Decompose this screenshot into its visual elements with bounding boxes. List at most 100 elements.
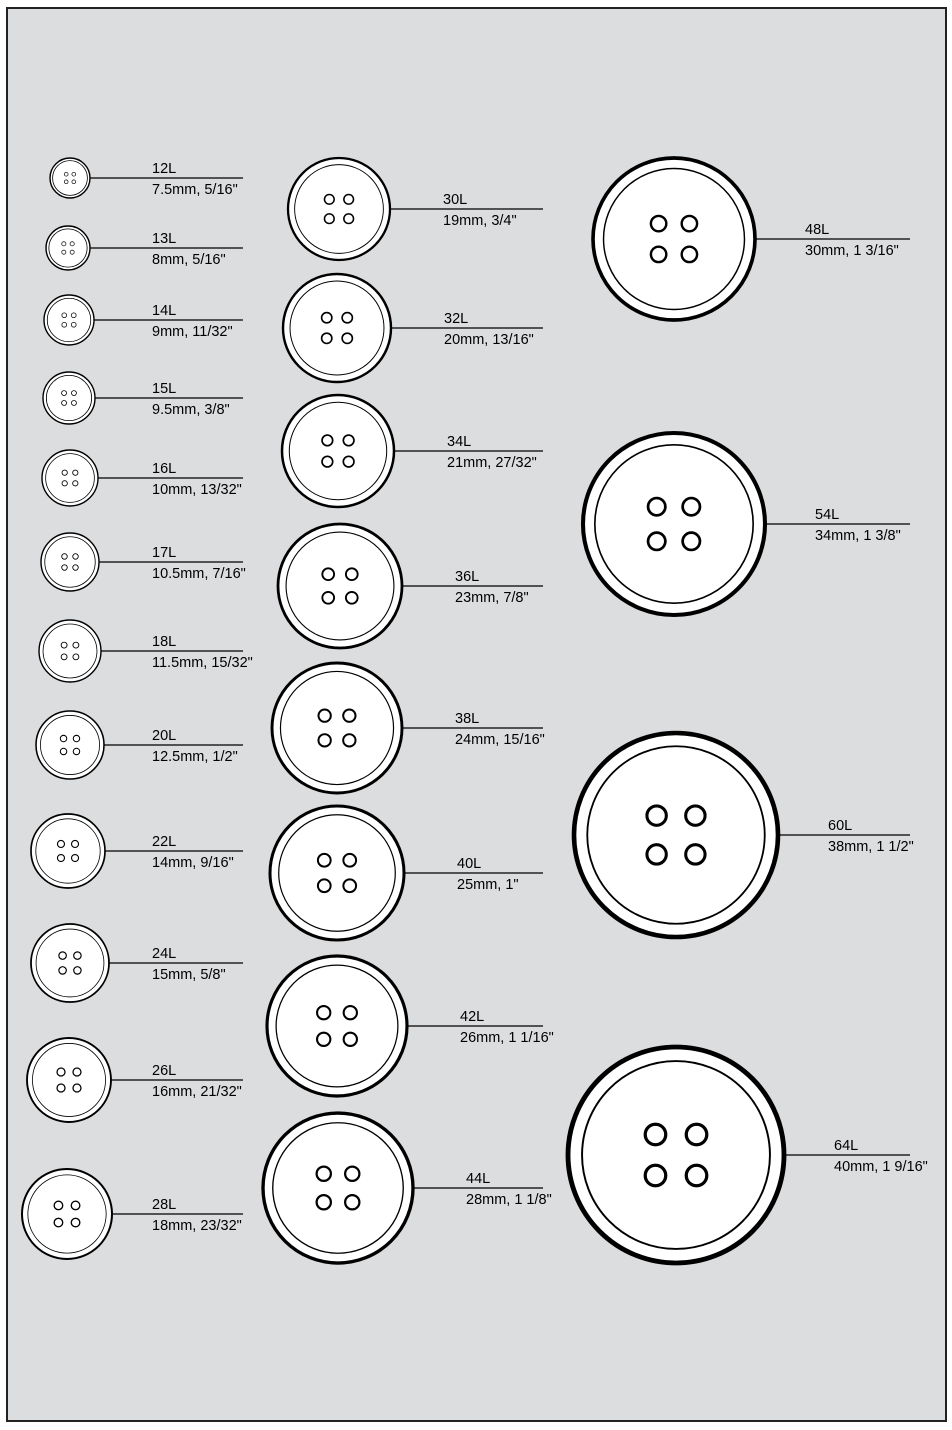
ligne-label: 60L: [828, 818, 852, 834]
button-outer-rim: [280, 393, 396, 509]
button-hole: [316, 878, 332, 894]
button-hole: [316, 1004, 332, 1021]
button-hole: [61, 469, 68, 476]
button-hole: [646, 496, 667, 517]
button-hole: [63, 179, 69, 185]
button-hole: [681, 496, 702, 517]
button-hole: [71, 322, 77, 328]
button-inner-rim: [278, 814, 396, 932]
button-inner-rim: [581, 1060, 771, 1250]
button-outer-rim: [571, 730, 781, 940]
button-hole: [343, 213, 355, 225]
size-label: 25mm, 1": [457, 877, 519, 893]
button-outer-rim: [580, 430, 768, 618]
button-hole: [344, 1165, 361, 1182]
ligne-label: 36L: [455, 569, 479, 585]
button-hole: [73, 951, 82, 960]
ligne-label: 38L: [455, 711, 479, 727]
button-hole: [342, 1004, 358, 1021]
button-hole: [72, 480, 79, 487]
button-outer-rim: [591, 156, 757, 322]
button-hole: [643, 1122, 668, 1147]
button-inner-rim: [46, 297, 92, 343]
button-hole: [645, 843, 668, 866]
size-label: 26mm, 1 1/16": [460, 1030, 554, 1046]
button-hole: [63, 171, 69, 177]
button-hole: [342, 1031, 358, 1048]
button-inner-rim: [44, 536, 96, 588]
button-hole: [341, 311, 354, 324]
ligne-label: 32L: [444, 311, 468, 327]
button-hole: [71, 390, 77, 396]
button-hole: [323, 193, 335, 205]
button-hole: [684, 804, 707, 827]
button-hole: [60, 653, 68, 661]
ligne-label: 48L: [805, 222, 829, 238]
size-label: 7.5mm, 5/16": [152, 182, 238, 198]
size-label: 30mm, 1 3/16": [805, 243, 899, 259]
size-label: 15mm, 5/8": [152, 967, 226, 983]
button-outer-rim: [40, 532, 100, 592]
button-hole: [680, 214, 699, 233]
button-hole: [59, 734, 68, 743]
button-hole: [61, 553, 68, 560]
button-outer-rim: [26, 1037, 112, 1123]
button-hole: [71, 171, 77, 177]
button-hole: [684, 843, 707, 866]
size-label: 11.5mm, 15/32": [152, 655, 253, 671]
button-hole: [70, 1217, 81, 1228]
button-hole: [342, 733, 357, 748]
button-hole: [61, 390, 67, 396]
button-outer-rim: [281, 272, 393, 384]
button-hole: [344, 567, 359, 582]
size-label: 10mm, 13/32": [152, 482, 242, 498]
size-label: 23mm, 7/8": [455, 590, 529, 606]
button-hole: [72, 564, 79, 571]
button-inner-rim: [285, 531, 395, 641]
button-hole: [320, 311, 333, 324]
button-hole: [317, 733, 332, 748]
button-inner-rim: [48, 228, 88, 268]
button-hole: [316, 1031, 332, 1048]
button-hole: [71, 179, 77, 185]
button-40l: 40L 25mm, 1": [268, 804, 543, 942]
button-hole: [643, 1163, 668, 1188]
button-hole: [71, 400, 77, 406]
ligne-label: 13L: [152, 231, 176, 247]
button-hole: [72, 553, 79, 560]
size-label: 28mm, 1 1/8": [466, 1192, 552, 1208]
button-outer-rim: [41, 449, 99, 507]
ligne-label: 40L: [457, 856, 481, 872]
button-hole: [69, 249, 75, 255]
button-hole: [317, 708, 332, 723]
button-outer-rim: [565, 1044, 787, 1266]
button-inner-rim: [289, 280, 385, 376]
button-hole: [321, 434, 334, 447]
ligne-label: 12L: [152, 161, 176, 177]
button-hole: [56, 853, 66, 863]
size-label: 18mm, 23/32": [152, 1218, 242, 1234]
size-label: 34mm, 1 3/8": [815, 528, 901, 544]
button-hole: [681, 531, 702, 552]
size-label: 16mm, 21/32": [152, 1084, 242, 1100]
button-hole: [321, 567, 336, 582]
button-hole: [61, 312, 67, 318]
button-hole: [315, 1165, 332, 1182]
button-inner-rim: [594, 444, 754, 604]
button-hole: [342, 434, 355, 447]
size-label: 38mm, 1 1/2": [828, 839, 914, 855]
size-label: 9.5mm, 3/8": [152, 402, 230, 418]
button-inner-rim: [35, 818, 101, 884]
ligne-label: 30L: [443, 192, 467, 208]
button-outer-rim: [43, 294, 95, 346]
button-hole: [61, 241, 67, 247]
ligne-label: 17L: [152, 545, 176, 561]
